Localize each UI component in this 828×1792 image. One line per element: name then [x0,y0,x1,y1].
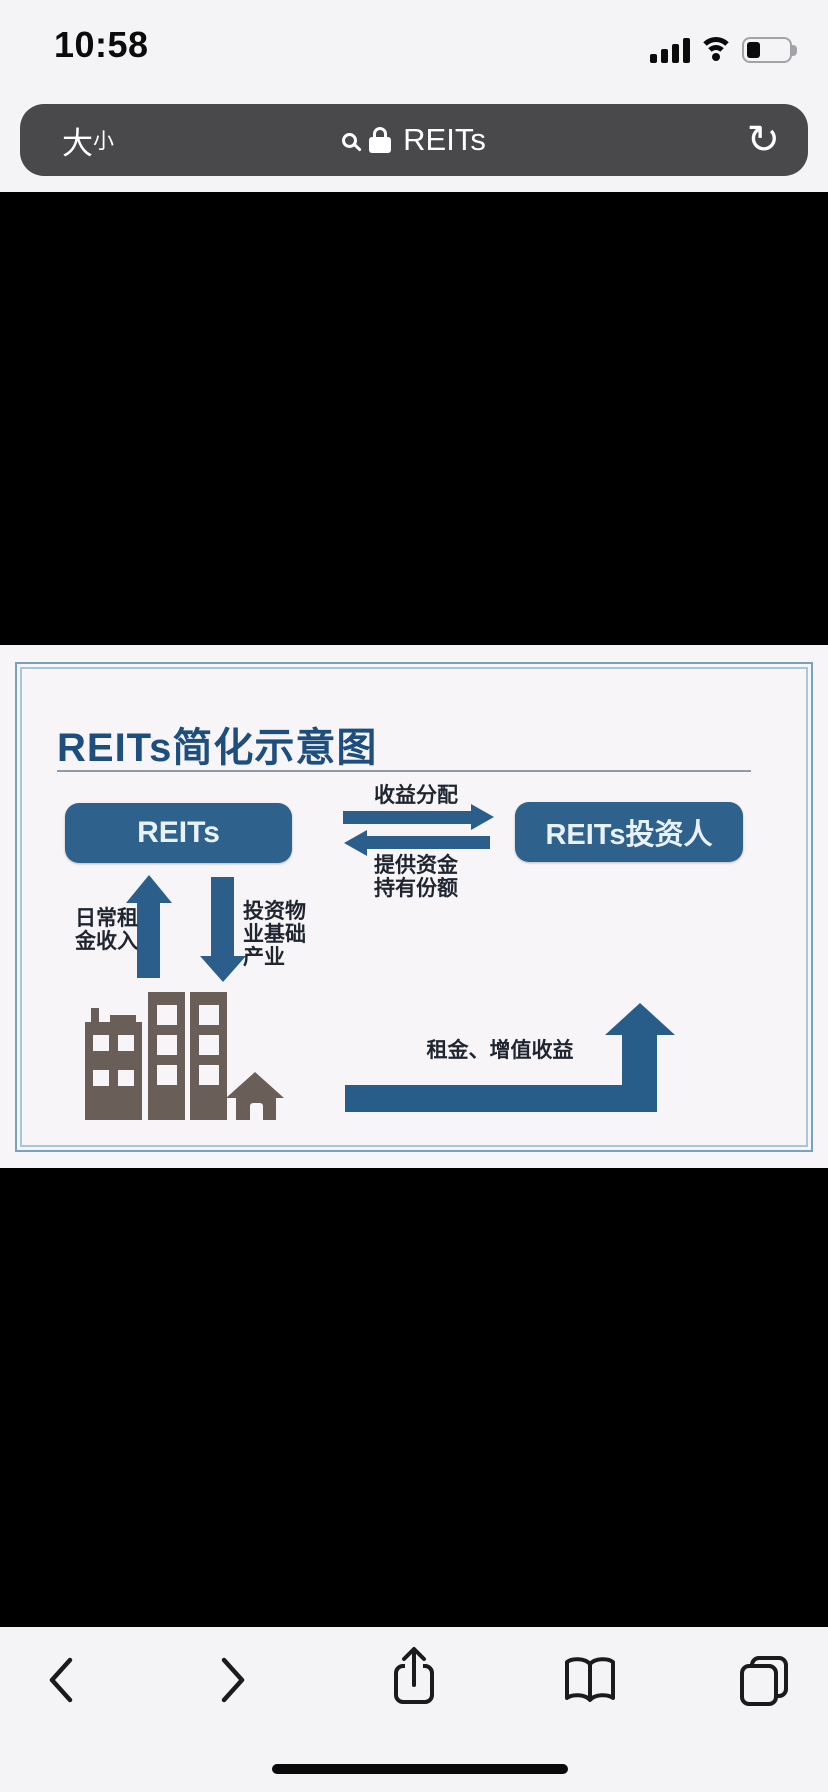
back-button[interactable] [44,1655,78,1705]
status-and-address-area: 10:58 大 小 REITs ↻ [0,0,828,192]
address-bar-center[interactable]: REITs [342,122,486,158]
chevron-right-icon [221,1657,245,1703]
up-arrow-icon [126,875,172,903]
right-arrow-icon [343,811,471,824]
building-chimney [91,1008,99,1023]
url-text: REITs [403,122,486,157]
reits-diagram-image[interactable]: REITs简化示意图 REITs REITs投资人 收益分配 提供资金 持有份额… [0,645,828,1168]
building-icon [190,992,227,1120]
forward-button[interactable] [216,1655,250,1705]
text-size-small-label: 小 [93,130,114,153]
battery-icon [742,37,797,63]
safari-toolbar [0,1627,828,1792]
building-icon [148,992,185,1120]
text-size-large-label: 大 [62,125,93,161]
rental-income-label: 日常租 金收入 [75,907,138,953]
refresh-icon: ↻ [746,117,780,163]
left-arrow-icon [344,830,367,856]
building-chimney [110,1015,136,1023]
investor-box-label: REITs投资人 [545,819,713,851]
return-income-label: 租金、增值收益 [426,1039,574,1062]
cellular-signal-icon [650,38,692,63]
house-icon [226,1072,284,1098]
reits-box: REITs [65,803,292,863]
share-button[interactable] [388,1645,440,1707]
bookmarks-button[interactable] [562,1655,618,1705]
battery-nub [792,45,797,56]
reits-box-label: REITs [137,816,220,849]
search-icon [342,132,358,148]
text-size-button[interactable]: 大 小 [44,104,132,176]
title-divider [57,770,751,772]
refresh-button[interactable]: ↻ [736,104,790,176]
address-bar[interactable]: 大 小 REITs ↻ [20,104,808,176]
home-indicator[interactable] [272,1764,568,1774]
diagram-title: REITs简化示意图 [57,726,378,770]
tabs-button[interactable] [738,1654,790,1706]
diagram-frame [15,662,813,1152]
income-distribution-label: 收益分配 [374,784,458,807]
chevron-left-icon [49,1657,73,1703]
building-icon [85,1022,142,1120]
return-arrow-icon [345,1085,657,1112]
investor-box: REITs投资人 [515,802,743,862]
share-icon [394,1647,434,1704]
invest-property-label: 投资物 业基础 产业 [243,900,306,969]
down-arrow-icon [211,877,234,957]
letterbox-top [0,192,828,645]
letterbox-bottom [0,1168,828,1627]
lock-icon [369,127,392,153]
wifi-icon [698,37,734,64]
provide-funds-label: 提供资金 持有份额 [374,854,458,900]
tabs-icon [740,1656,788,1706]
clock-time: 10:58 [54,24,149,65]
bookmarks-icon [565,1657,615,1702]
battery-level [747,42,760,58]
